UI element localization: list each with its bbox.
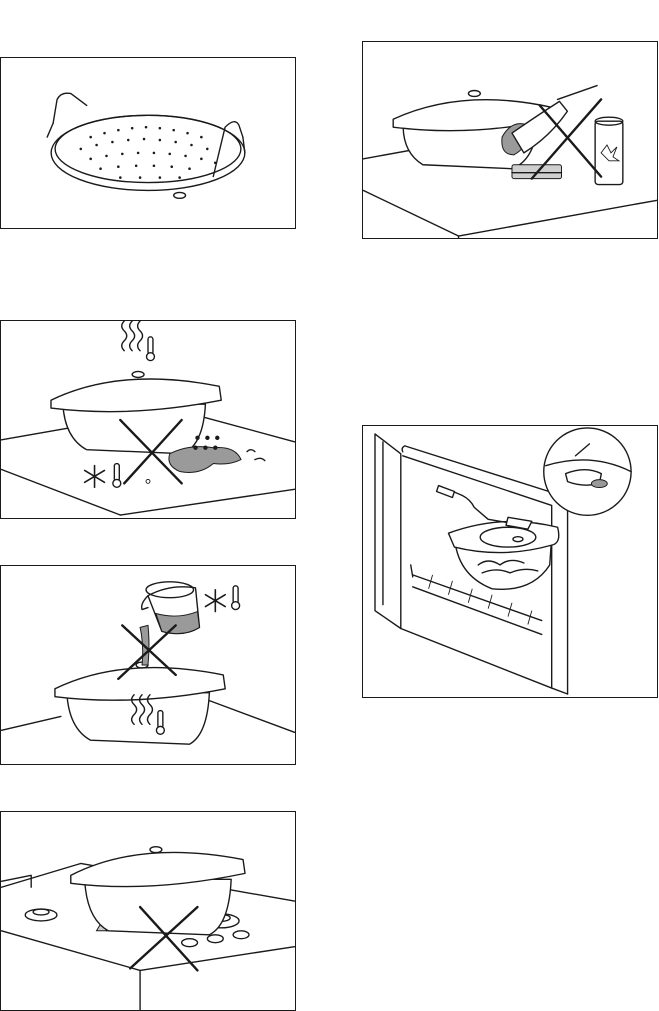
figure-steam-pipe-connection — [362, 425, 658, 698]
figure-no-gas-hob — [0, 811, 296, 1011]
figure-no-cold-liquid-in-hot-dish — [0, 565, 296, 765]
figure-no-hot-dish-on-cold-surface — [0, 320, 296, 519]
oven-steam-illustration — [363, 426, 657, 697]
cold-surface-warning-illustration — [1, 321, 295, 518]
steam-basket-illustration — [1, 58, 295, 228]
figure-no-abrasive-cleaning — [362, 41, 658, 239]
gas-hob-warning-illustration — [1, 812, 295, 1010]
scrub-warning-illustration — [363, 42, 657, 238]
figure-steam-basket — [0, 57, 296, 229]
pour-warning-illustration — [1, 566, 295, 764]
